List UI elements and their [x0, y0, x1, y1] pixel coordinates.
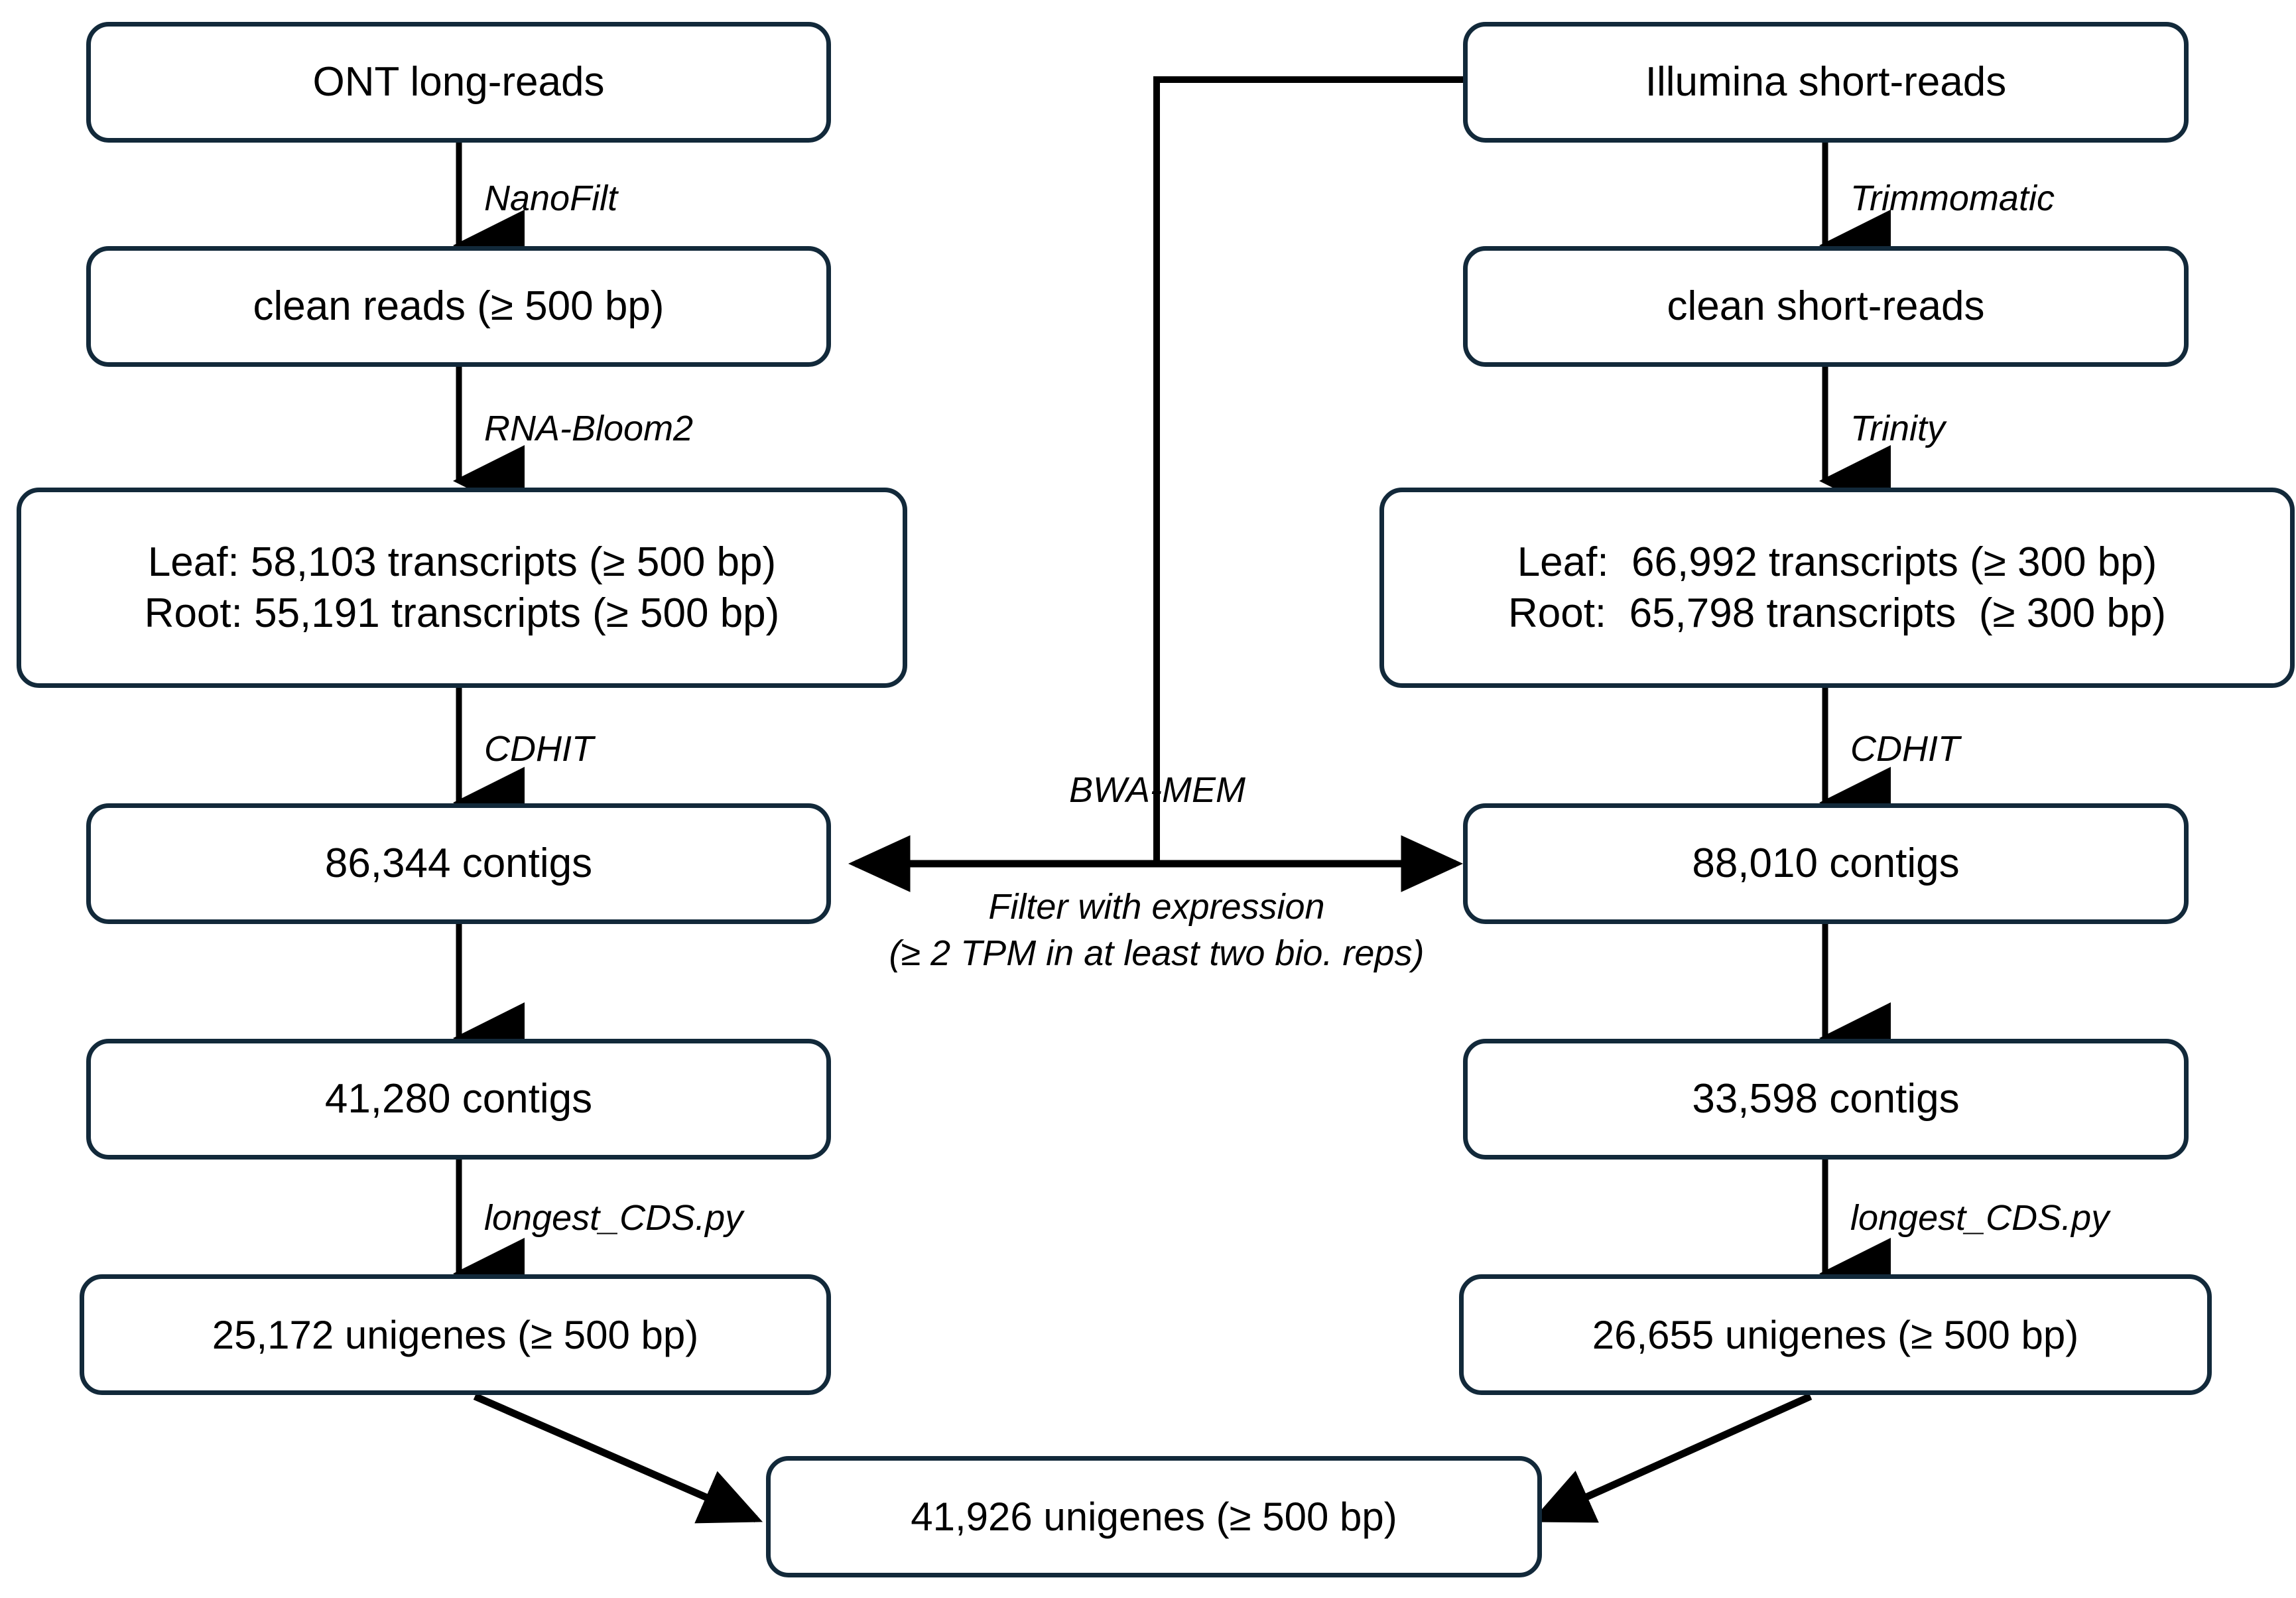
edge-label-rna-bloom2: RNA-Bloom2: [484, 409, 694, 448]
node-long-transcripts-leaf: Leaf: 58,103 transcripts (≥ 500 bp): [147, 539, 777, 585]
edge-label-trimmomatic: Trimmomatic: [1850, 178, 2055, 218]
connector-left-unigenes-to-merged: [473, 1392, 763, 1524]
node-long-unigenes[interactable]: 25,172 unigenes (≥ 500 bp): [80, 1274, 831, 1395]
node-long-unigenes-label: 25,172 unigenes (≥ 500 bp): [212, 1312, 699, 1357]
edge-label-nanofilt: NanoFilt: [484, 178, 618, 218]
node-long-transcripts-root: Root: 55,191 transcripts (≥ 500 bp): [144, 590, 780, 636]
connector-bwa-mem-route: [1153, 76, 1463, 861]
edge-label-filter-line1: Filter with expression: [988, 887, 1325, 927]
node-short-transcripts-root: Root: 65,798 transcripts (≥ 300 bp): [1507, 590, 2167, 636]
node-short-contigs-filtered[interactable]: 33,598 contigs: [1463, 1039, 2189, 1160]
node-clean-short-reads[interactable]: clean short-reads: [1463, 246, 2189, 367]
edge-label-filter-line2: (≥ 2 TPM in at least two bio. reps): [889, 933, 1425, 973]
node-illumina-short-reads[interactable]: Illumina short-reads: [1463, 22, 2189, 143]
node-short-transcripts-leaf: Leaf: 66,992 transcripts (≥ 300 bp): [1517, 539, 2157, 585]
node-ont-long-reads-label: ONT long-reads: [312, 59, 605, 105]
node-short-contigs-label: 88,010 contigs: [1692, 840, 1960, 887]
connector-right-unigenes-to-merged: [1530, 1392, 1813, 1523]
node-long-contigs[interactable]: 86,344 contigs: [86, 803, 831, 924]
node-short-unigenes-label: 26,655 unigenes (≥ 500 bp): [1592, 1312, 2079, 1357]
edge-label-trinity: Trinity: [1850, 409, 1945, 448]
edge-label-bwa-mem: BWA-MEM: [1069, 770, 1245, 810]
node-long-contigs-label: 86,344 contigs: [324, 840, 593, 887]
node-merged-unigenes-label: 41,926 unigenes (≥ 500 bp): [911, 1495, 1397, 1539]
edge-label-cdhit-left: CDHIT: [484, 729, 594, 769]
node-illumina-short-reads-label: Illumina short-reads: [1645, 59, 2007, 105]
node-short-contigs[interactable]: 88,010 contigs: [1463, 803, 2189, 924]
node-long-contigs-filtered[interactable]: 41,280 contigs: [86, 1039, 831, 1160]
node-merged-unigenes[interactable]: 41,926 unigenes (≥ 500 bp): [766, 1456, 1542, 1577]
node-long-contigs-filtered-label: 41,280 contigs: [324, 1076, 593, 1122]
edge-label-longest-cds-left: longest_CDS.py: [484, 1198, 743, 1238]
node-short-contigs-filtered-label: 33,598 contigs: [1692, 1076, 1960, 1122]
edge-label-longest-cds-right: longest_CDS.py: [1850, 1198, 2110, 1238]
node-long-transcripts[interactable]: Leaf: 58,103 transcripts (≥ 500 bp) Root…: [17, 488, 907, 688]
node-ont-long-reads[interactable]: ONT long-reads: [86, 22, 831, 143]
node-short-unigenes[interactable]: 26,655 unigenes (≥ 500 bp): [1459, 1274, 2212, 1395]
node-clean-reads-long[interactable]: clean reads (≥ 500 bp): [86, 246, 831, 367]
node-clean-reads-long-label: clean reads (≥ 500 bp): [253, 283, 665, 330]
node-short-transcripts[interactable]: Leaf: 66,992 transcripts (≥ 300 bp) Root…: [1379, 488, 2295, 688]
edge-label-cdhit-right: CDHIT: [1850, 729, 1960, 769]
node-clean-short-reads-label: clean short-reads: [1667, 283, 1985, 330]
